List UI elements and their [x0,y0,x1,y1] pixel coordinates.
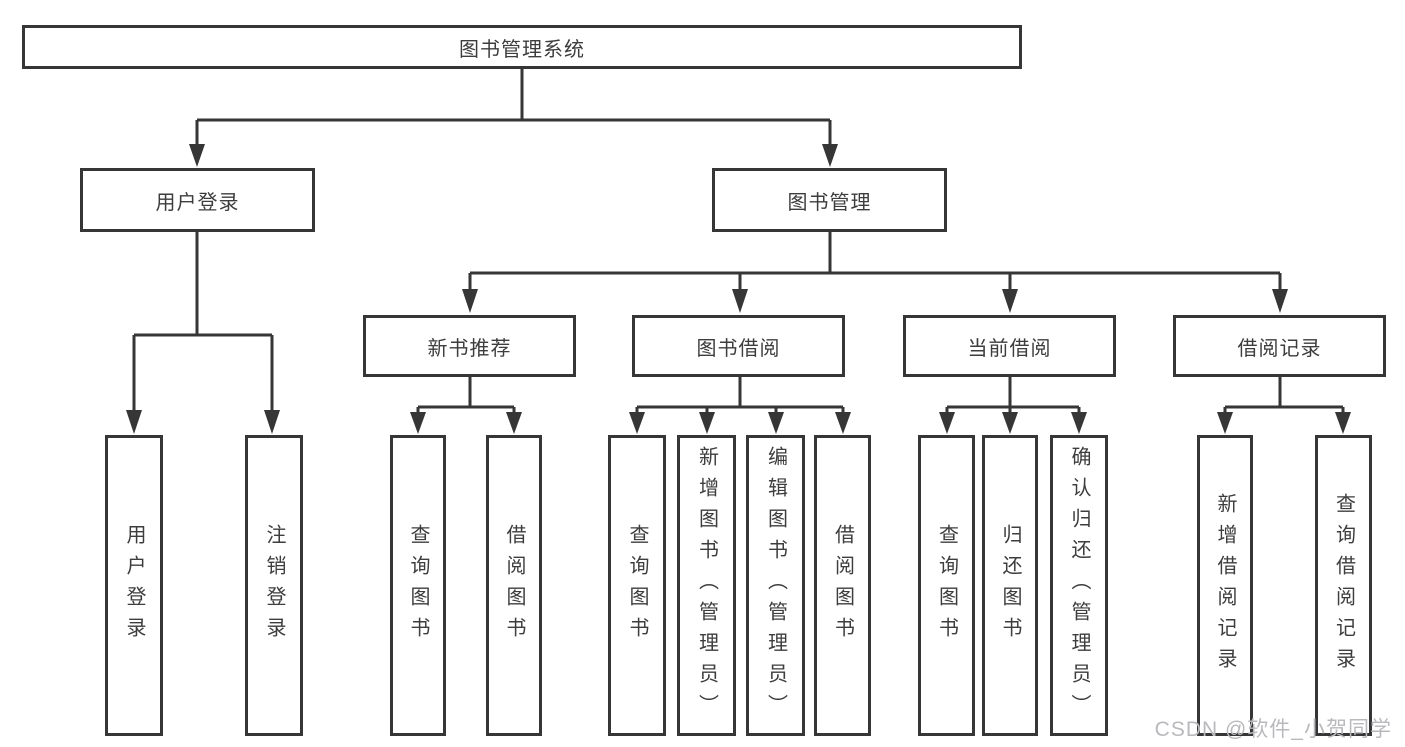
leaf-borrow-query-books: 查询图书 [608,435,666,736]
connector-bookborrow-to-leaves [629,377,851,434]
connector-borrowrecords-to-leaves [1217,377,1351,434]
leaf-current-query-books: 查询图书 [918,435,975,736]
leaf-current-return-books: 归还图书 [982,435,1038,736]
node-current-borrow: 当前借阅 [903,315,1116,377]
leaf-borrow-borrow-books: 借阅图书 [814,435,871,736]
leaf-login-user-login: 用户登录 [105,435,163,736]
leaf-recommend-query-books: 查询图书 [390,435,446,736]
leaf-recommend-borrow-books: 借阅图书 [486,435,542,736]
node-root-system: 图书管理系统 [22,25,1022,69]
connector-userlogin-to-leaves [126,232,280,434]
connector-currentborrow-to-leaves [939,377,1087,434]
leaf-records-add-borrow-record: 新增借阅记录 [1197,435,1253,736]
leaf-records-query-borrow-record: 查询借阅记录 [1315,435,1372,736]
node-book-management: 图书管理 [712,168,947,232]
connector-newbooks-to-leaves [410,377,522,434]
leaf-borrow-edit-books-admin: 编辑图书（管理员） [746,435,805,736]
node-book-borrow: 图书借阅 [632,315,845,377]
connector-root-to-level2 [189,68,838,167]
node-borrow-records: 借阅记录 [1173,315,1386,377]
node-user-login: 用户登录 [80,168,315,232]
leaf-login-logout: 注销登录 [245,435,303,736]
leaf-current-confirm-return-admin: 确认归还（管理员） [1050,435,1108,736]
node-new-books: 新书推荐 [363,315,576,377]
connector-bookmgmt-to-level3 [462,232,1288,313]
leaf-borrow-add-books-admin: 新增图书（管理员） [677,435,736,736]
